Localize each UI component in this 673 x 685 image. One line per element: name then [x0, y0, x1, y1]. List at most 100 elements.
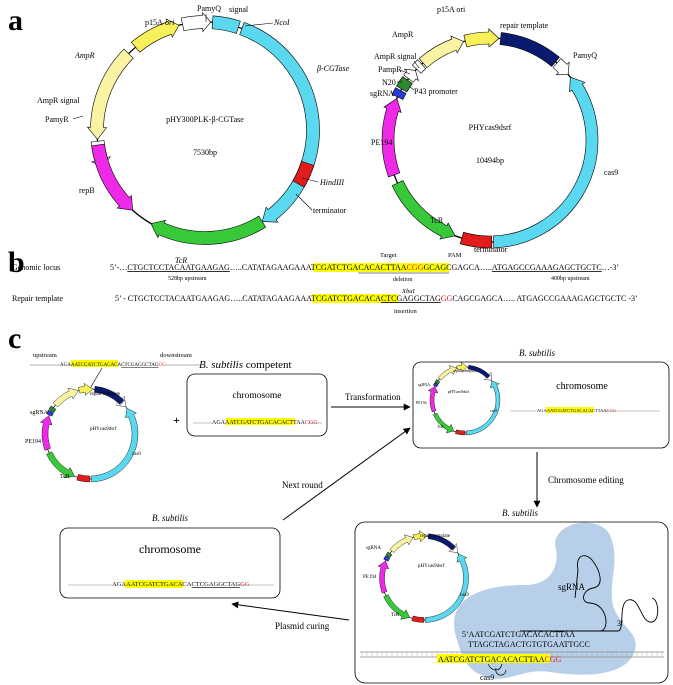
mini-pamyq — [483, 371, 492, 381]
transformation-label: Transformation — [345, 392, 401, 402]
mini-n20 — [48, 405, 57, 413]
bsub-cell-box-1 — [412, 361, 670, 449]
p15a-label: p15A — [145, 18, 163, 27]
ampr-arrow-2 — [418, 35, 465, 68]
mini-pamyq — [448, 543, 458, 553]
bsub-title-2: B. subtilis — [152, 513, 189, 523]
svg-text:AGAAATCGATCTGACACACTCGAGGCTAGG: AGAAATCGATCTGACACACTCGAGGCTAGGG — [60, 363, 166, 368]
mini1-plasmid-label: pHYcas9dsrf — [90, 427, 117, 432]
mini-sgrna — [433, 382, 439, 388]
mini1-repair-label: repair template — [90, 392, 121, 397]
bcgtase-arrow — [239, 22, 320, 223]
svg-text:pHYcas9dsrf: pHYcas9dsrf — [448, 389, 470, 394]
tcr-arrow — [150, 215, 267, 245]
target-dna: AATCGATCTGACACACTTAACGG cas9 — [360, 651, 664, 682]
pamyq-arrow-2 — [552, 58, 570, 76]
bsub-chromosome-1: chromosome — [556, 381, 608, 392]
tcr-label: TcR — [175, 256, 187, 265]
upstream-528-label: 528bp upstream — [168, 276, 207, 282]
competent-cell-box — [186, 373, 328, 437]
panel-label-b: b — [8, 246, 25, 279]
insertion-label: insertion — [394, 308, 417, 315]
mini-n20 — [434, 379, 441, 385]
svg-text:PE194: PE194 — [416, 400, 427, 405]
panel-label-a: a — [8, 4, 23, 37]
plasmid2-name: PHYcas9dsrf — [469, 123, 512, 132]
plasmid1-name: pHY300PLK-β-CGTase — [166, 115, 244, 124]
bsub-title-3: B. subtilis — [502, 508, 539, 518]
plasmid-mini-3 — [377, 530, 469, 623]
hindiii-label: HindIII — [319, 178, 344, 187]
mini-ampr — [389, 534, 414, 553]
upstream-400-label: 400bp upstream — [551, 276, 590, 282]
pam-label: PAM — [448, 252, 462, 259]
xbai-label: XbaI — [401, 288, 415, 295]
plasmid-curing-label: Plasmid curing — [275, 621, 330, 631]
plasmid-map-2: PHYcas9dsrf 10494bp p15A ori repair temp… — [370, 5, 618, 254]
genomic-sequence: 5’-…CTGCTCCTACAATGAAGAG…..CATATAGAAGAAAT… — [110, 263, 619, 272]
sgrna-big-label: sgRNA — [558, 582, 586, 592]
sgrna-block — [391, 87, 407, 100]
mini-p15a — [412, 530, 428, 543]
mini-sgrna — [46, 409, 54, 417]
plasmid2-size: 10494bp — [476, 156, 504, 165]
competent-sequence: AGAAATCGATCTGACACACTTAACGG — [212, 420, 318, 426]
mini-tcr — [46, 451, 75, 479]
mini-pe194 — [427, 386, 439, 413]
mini1-tcr-label: TcR — [60, 474, 70, 480]
mini-n20 — [385, 551, 393, 558]
pampr-arrow — [403, 68, 419, 83]
mini1-cas9-label: cas9 — [132, 452, 141, 457]
mini-ampr — [437, 365, 457, 381]
p43-label: P43 promoter — [414, 87, 458, 96]
target-label: Target — [380, 252, 397, 259]
ampr-arrow — [86, 48, 134, 140]
deletion-label: deletion — [393, 277, 412, 283]
terminator-block-2 — [459, 231, 493, 249]
bsub-cell-box-3 — [354, 521, 669, 684]
repair-template-row: Repair template 5’ - CTGCTCCTACAATGAAGAG… — [12, 288, 638, 315]
p15a-ori-label-2: p15A ori — [437, 5, 466, 14]
svg-text:AGAAATCGATCTGACACACTTAACGG: AGAAATCGATCTGACACACTTAACGG — [537, 408, 617, 413]
cas9-label: cas9 — [604, 168, 618, 177]
chromosome-editing-label: Chromosome editing — [548, 475, 624, 485]
sgrna-label: sgRNA — [370, 89, 394, 98]
mini-cas9 — [465, 380, 501, 436]
competent-title: B. subtilis competent — [199, 359, 292, 371]
mini-pamyq — [115, 395, 127, 408]
svg-text:cas9: cas9 — [460, 593, 469, 598]
repair-template-label: repair template — [500, 21, 549, 30]
bsub-chromosome-2: chromosome — [139, 542, 201, 556]
cas9-protein-blob — [454, 522, 636, 679]
mini1-sgrna-label: sgRNA — [30, 410, 49, 416]
top-repair-sequence: upstream downstream AGAAATCGATCTGACACACT… — [30, 352, 200, 393]
mini-term — [411, 615, 425, 623]
tcr-label-2: TcR — [430, 216, 444, 225]
svg-text:TcR: TcR — [437, 424, 444, 429]
upstream-label: upstream — [33, 352, 57, 359]
next-round-label: Next round — [282, 480, 323, 490]
pampr-label: PampR — [378, 65, 402, 74]
mini-p15a — [78, 382, 94, 396]
bsub-title-1: B. subtilis — [519, 348, 556, 358]
repair-template-label-b: Repair template — [12, 294, 63, 303]
mini-ampr — [52, 387, 79, 408]
repair-sequence: 5’ - CTGCTCCTACAATGAAGAG…..CATATAGAAGAAA… — [115, 294, 638, 303]
mini-pe194 — [377, 560, 389, 594]
mini-term — [455, 429, 466, 436]
bcgtase-label: β-CGTase — [316, 64, 350, 73]
mini-term — [76, 474, 91, 483]
genomic-locus-row: Genomic locus 5’-…CTGCTCCTACAATGAAGAG…..… — [12, 252, 619, 283]
svg-text:repair template: repair template — [420, 534, 451, 539]
n20-label: N20 — [382, 78, 396, 87]
genomic-pam: CGG — [407, 263, 424, 272]
sgrna-structure — [520, 555, 607, 632]
next-round-arrow — [282, 427, 411, 521]
genomic-locus-label: Genomic locus — [12, 263, 60, 272]
genomic-target: AATCGATCTGACACACTTAA — [300, 263, 407, 272]
pamyq-label: PamyQ — [197, 4, 221, 13]
bsub-cell-box-2 — [59, 527, 281, 599]
plasmid-mini-1 — [39, 382, 139, 483]
mini-tcr — [433, 412, 454, 434]
